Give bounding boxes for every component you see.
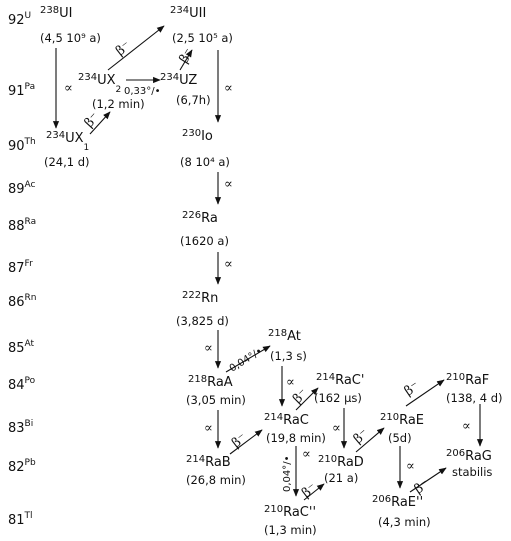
nuclide-UII: 234UII <box>170 5 206 21</box>
nuclide-RaG: 206RaG <box>446 448 492 464</box>
nuclide-Rn-halflife: (3,825 d) <box>176 314 229 328</box>
row-label-90: 90Th <box>8 137 36 154</box>
arrow-UX2-UII <box>107 25 165 71</box>
beta-RaE2-RaG: β⁻ <box>412 477 432 497</box>
nuclide-RaC-double-prime-halflife: (1,3 min) <box>264 523 317 537</box>
nuclide-Ra-halflife: (1620 a) <box>180 234 229 248</box>
pct-RaC-RaC2: 0,04°/• <box>282 455 293 492</box>
row-label-81: 81Tl <box>8 511 33 528</box>
nuclide-UX2: 234UX2 <box>78 72 121 95</box>
nuclide-RaC-prime-halflife: (162 µs) <box>314 391 362 405</box>
row-label-84: 84Po <box>8 376 36 393</box>
nuclide-Ra: 226Ra <box>182 210 218 226</box>
arrow-UZ-UII <box>179 49 193 71</box>
nuclide-Rn: 222Rn <box>182 290 218 306</box>
nuclide-RaB: 214RaB <box>186 454 231 470</box>
nuclide-UII-halflife: (2,5 10⁵ a) <box>172 31 233 45</box>
row-label-86: 86Rn <box>8 293 37 310</box>
alpha-Rn-RaA: ∝ <box>204 341 213 356</box>
arrow-RaE2-RaG <box>409 467 447 493</box>
nuclide-Io: 230Io <box>182 128 213 144</box>
row-label-83: 83Bi <box>8 419 33 436</box>
nuclide-RaF: 210RaF <box>446 372 489 388</box>
row-label-82: 82Pb <box>8 458 36 475</box>
row-label-91: 91Pa <box>8 82 35 99</box>
beta-RaB-RaC: β⁻ <box>229 430 250 451</box>
nuclide-RaC-prime: 214RaC' <box>316 372 364 388</box>
beta-UX2-UII: β⁻ <box>113 38 134 59</box>
nuclide-RaB-halflife: (26,8 min) <box>186 473 246 487</box>
pct-RaA-At: 0,04°/• <box>228 346 265 375</box>
nuclide-At: 218At <box>268 328 301 344</box>
arrow-RaC-RaCprime <box>295 387 319 411</box>
nuclide-RaC-halflife: (19,8 min) <box>266 431 326 445</box>
nuclide-RaA-halflife: (3,05 min) <box>186 393 246 407</box>
alpha-RaE-RaE2: ∝ <box>406 459 415 474</box>
nuclide-UZ-halflife: (6,7h) <box>176 93 211 107</box>
row-label-88: 88Ra <box>8 217 36 234</box>
element-row-labels: 92U 91Pa 90Th 89Ac 88Ra 87Fr 86Rn 85At 8… <box>8 11 37 528</box>
alpha-Ra-Rn: ∝ <box>224 257 233 272</box>
nuclide-RaA: 218RaA <box>188 374 233 390</box>
beta-RaE-RaF: β⁻ <box>402 379 422 399</box>
nuclide-RaE-halflife: (5d) <box>388 431 412 445</box>
beta-UX1-UX2: β⁻ <box>82 110 103 131</box>
nuclides: 238UI (4,5 10⁹ a) 234UII (2,5 10⁵ a) 234… <box>40 5 503 537</box>
alpha-RaA-RaB: ∝ <box>204 421 213 436</box>
beta-RaD-RaE: β⁻ <box>351 426 372 447</box>
nuclide-At-halflife: (1,3 s) <box>270 349 307 363</box>
row-label-85: 85At <box>8 339 35 356</box>
nuclide-RaF-halflife: (138, 4 d) <box>446 391 503 405</box>
row-label-89: 89Ac <box>8 180 36 197</box>
alpha-RaCprime-RaD: ∝ <box>332 421 341 436</box>
nuclide-UI: 238UI <box>40 5 72 21</box>
alpha-RaF-RaG: ∝ <box>462 419 471 434</box>
nuclide-RaD-halflife: (21 a) <box>324 471 358 485</box>
nuclide-RaD: 210RaD <box>318 454 364 470</box>
alpha-UI-UX1: ∝ <box>64 81 73 96</box>
nuclide-RaC-double-prime: 210RaC'' <box>264 504 316 520</box>
nuclide-UX2-halflife: (1,2 min) <box>92 97 145 111</box>
decay-arrows <box>52 25 484 501</box>
beta-RaC2-RaD: β⁻ <box>299 480 320 501</box>
row-label-92: 92U <box>8 11 31 28</box>
arrow-RaE-RaF <box>405 379 445 407</box>
alpha-At-RaC: ∝ <box>286 375 295 390</box>
nuclide-Io-halflife: (8 10⁴ a) <box>180 155 230 169</box>
alpha-Io-Ra: ∝ <box>224 177 233 192</box>
nuclide-UX1-halflife: (24,1 d) <box>44 155 90 169</box>
nuclide-UX1: 234UX1 <box>46 130 89 153</box>
nuclide-RaG-halflife: stabilis <box>452 465 492 479</box>
arrow-RaB-RaC <box>229 429 263 455</box>
row-label-87: 87Fr <box>8 259 33 276</box>
alpha-UII-Io: ∝ <box>224 81 233 96</box>
nuclide-UI-halflife: (4,5 10⁹ a) <box>40 31 101 45</box>
alpha-RaC-RaC2: ∝ <box>302 447 311 462</box>
arrow-RaD-RaE <box>355 427 385 453</box>
nuclide-RaE-double-prime-halflife: (4,3 min) <box>378 515 431 529</box>
pct-UX2-UZ: 0,33°/• <box>124 86 161 97</box>
nuclide-UZ: 234UZ <box>160 72 197 88</box>
nuclide-RaE: 210RaE <box>380 412 424 428</box>
beta-UZ-UII: β⁻ <box>177 46 197 66</box>
nuclide-RaE-double-prime: 206RaE'' <box>372 494 423 510</box>
nuclide-RaC: 214RaC <box>264 412 309 428</box>
arrow-RaA-At <box>225 345 271 373</box>
arrow-RaC2-RaD <box>303 483 325 501</box>
arrow-UX1-UX2 <box>89 111 111 135</box>
